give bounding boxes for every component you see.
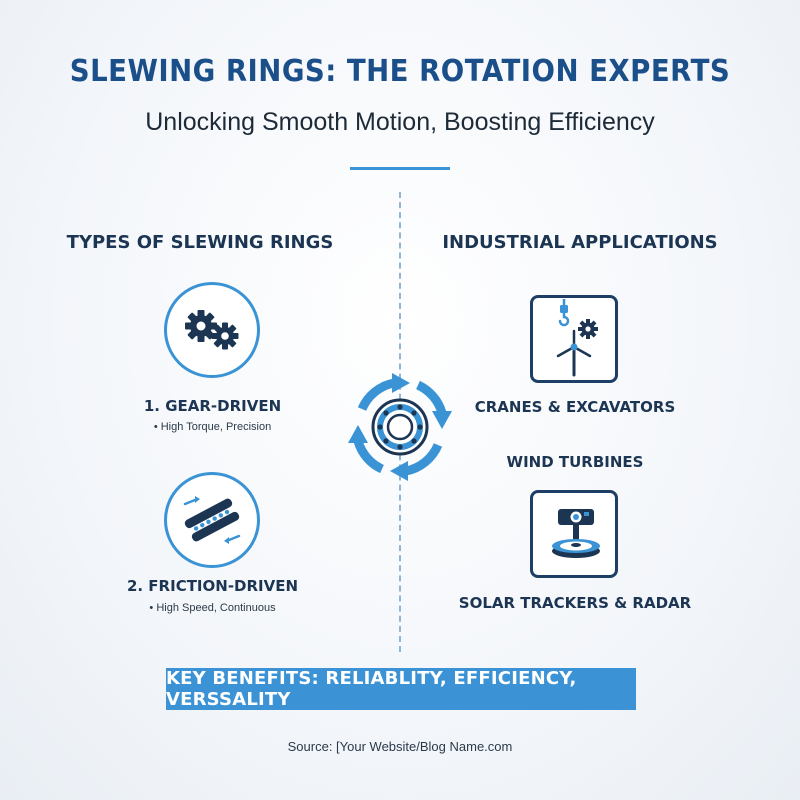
- key-benefits-banner: KEY BENEFITS: RELIABLITY, EFFICIENCY, VE…: [166, 668, 636, 710]
- solar-radar-box: [530, 490, 618, 578]
- source-text: Source: [Your Website/Blog Name.com: [287, 739, 513, 754]
- title-underline: [350, 167, 450, 170]
- gear-driven-circle: [164, 282, 260, 378]
- crane-wind-turbine-icon: [556, 299, 598, 377]
- friction-driven-detail: • High Speed, Continuous: [149, 602, 276, 614]
- applications-heading: INDUSTRIAL APPLICATIONS: [442, 232, 718, 253]
- friction-driven-label: 2. FRICTION-DRIVEN: [126, 577, 299, 595]
- cranes-box: [530, 295, 618, 383]
- page-title: SLEWING RINGS: THE ROTATION EXPERTS: [69, 54, 731, 89]
- radar-turntable-icon: [552, 509, 600, 558]
- friction-rollers-icon: [183, 496, 241, 544]
- rotating-bearing-icon: [348, 373, 452, 481]
- gear-driven-detail: • High Torque, Precision: [153, 421, 272, 433]
- wind-turbines-label: WIND TURBINES: [506, 453, 644, 471]
- key-benefits-text: KEY BENEFITS: RELIABLITY, EFFICIENCY, VE…: [166, 668, 577, 710]
- friction-driven-circle: [164, 472, 260, 568]
- gear-driven-label: 1. GEAR-DRIVEN: [143, 397, 282, 415]
- solar-radar-label: SOLAR TRACKERS & RADAR: [458, 594, 692, 612]
- types-heading: TYPES OF SLEWING RINGS: [66, 232, 334, 253]
- cranes-label: CRANES & EXCAVATORS: [474, 398, 676, 416]
- page-subtitle: Unlocking Smooth Motion, Boosting Effici…: [145, 108, 655, 136]
- gears-icon: [185, 310, 239, 350]
